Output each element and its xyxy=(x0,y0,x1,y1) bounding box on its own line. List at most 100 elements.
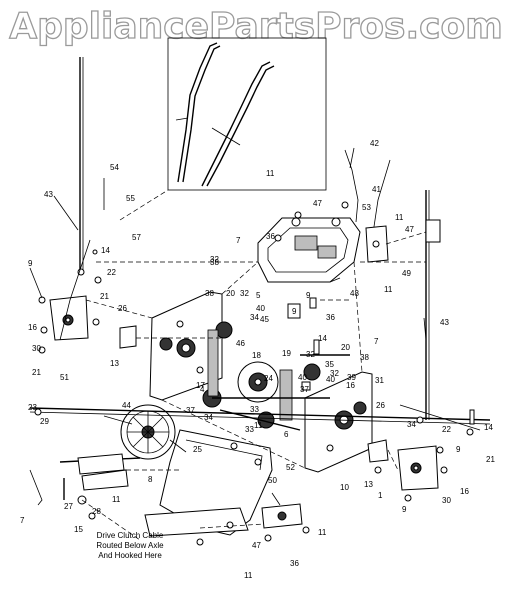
callout-34: 34 xyxy=(204,413,213,422)
callout-11: 11 xyxy=(254,421,263,430)
callout-25: 25 xyxy=(193,445,202,454)
callout-16: 16 xyxy=(346,381,355,390)
note-line-1: Drive Clutch Cable xyxy=(96,531,164,540)
callout-30: 30 xyxy=(442,496,451,505)
callout-40: 40 xyxy=(298,373,307,382)
callout-43: 43 xyxy=(44,190,53,199)
callout-33: 33 xyxy=(245,425,254,434)
callout-9: 9 xyxy=(306,291,311,300)
side-plate-right-icon xyxy=(304,371,373,473)
callout-21: 21 xyxy=(486,455,495,464)
callout-53: 53 xyxy=(362,203,371,212)
callout-19: 19 xyxy=(282,349,291,358)
note-line-2: Routed Below Axle xyxy=(96,541,164,550)
side-plate-left-icon xyxy=(149,291,223,401)
callout-32: 32 xyxy=(210,255,219,264)
handle-assembly-icon xyxy=(175,42,275,187)
axle-icon xyxy=(29,407,491,436)
callout-38: 38 xyxy=(210,258,219,267)
callout-46: 46 xyxy=(236,339,245,348)
callout-11: 11 xyxy=(266,169,275,178)
callout-20: 20 xyxy=(341,343,350,352)
callout-34: 34 xyxy=(250,313,259,322)
callout-36: 36 xyxy=(266,232,275,241)
bottom-cover-icon xyxy=(144,429,273,537)
callout-9: 9 xyxy=(28,259,33,268)
callout-14: 14 xyxy=(484,423,493,432)
note-line-3: And Hooked Here xyxy=(98,551,162,560)
callout-4: 4 xyxy=(200,385,205,394)
callout-16: 16 xyxy=(460,487,469,496)
callout-13: 13 xyxy=(364,480,373,489)
control-rod-left-icon xyxy=(77,57,85,276)
callout-45: 45 xyxy=(260,315,269,324)
cable-routing-note: Drive Clutch Cable Routed Below Axle And… xyxy=(70,531,190,561)
callout-34: 34 xyxy=(407,420,416,429)
callout-28: 28 xyxy=(92,507,101,516)
callout-13: 13 xyxy=(110,359,119,368)
chain-icon xyxy=(202,321,330,431)
callout-30: 30 xyxy=(32,344,41,353)
callout-23: 23 xyxy=(28,403,37,412)
callout-44: 44 xyxy=(122,401,131,410)
callout-8: 8 xyxy=(148,475,153,484)
callout-7: 7 xyxy=(374,337,379,346)
callout-14: 14 xyxy=(101,246,110,255)
callout-48: 48 xyxy=(350,289,359,298)
callout-29: 29 xyxy=(40,417,49,426)
callout-39: 39 xyxy=(347,373,356,382)
callout-26: 26 xyxy=(118,304,127,313)
callout-40: 40 xyxy=(326,375,335,384)
callout-52: 52 xyxy=(286,463,295,472)
handle-inset-box xyxy=(167,37,327,191)
callout-22: 22 xyxy=(107,268,116,277)
callout-36: 36 xyxy=(326,313,335,322)
callout-47: 47 xyxy=(405,225,414,234)
callout-16: 16 xyxy=(28,323,37,332)
callout-27: 27 xyxy=(64,502,73,511)
drive-plate-icon xyxy=(237,361,279,403)
callout-49: 49 xyxy=(402,269,411,278)
leader-lines xyxy=(81,189,427,541)
callout-34: 34 xyxy=(0,0,9,2)
bracket-right-top-icon xyxy=(365,219,441,263)
callout-5: 5 xyxy=(256,291,261,300)
callout-50: 50 xyxy=(268,476,277,485)
callout-22: 22 xyxy=(442,425,451,434)
callout-leaders xyxy=(29,147,427,506)
callout-32: 32 xyxy=(330,369,339,378)
callout-11: 11 xyxy=(244,571,253,580)
callout-41: 41 xyxy=(372,185,381,194)
callout-57: 57 xyxy=(132,233,141,242)
callout-9: 9 xyxy=(292,307,297,316)
callout-38: 38 xyxy=(360,353,369,362)
callout-14: 14 xyxy=(318,334,327,343)
callout-32: 32 xyxy=(240,289,249,298)
callout-7: 7 xyxy=(236,236,241,245)
frame-icon xyxy=(257,217,361,283)
callout-54: 54 xyxy=(110,163,119,172)
callout-47: 47 xyxy=(252,541,261,550)
bracket-right-icon xyxy=(367,439,439,491)
callout-10: 10 xyxy=(340,483,349,492)
callout-55: 55 xyxy=(126,194,135,203)
callout-51: 51 xyxy=(60,373,69,382)
callout-7: 7 xyxy=(20,516,25,525)
callout-26: 26 xyxy=(376,401,385,410)
callout-11: 11 xyxy=(112,495,121,504)
callout-43: 43 xyxy=(440,318,449,327)
callout-42: 42 xyxy=(370,139,379,148)
callout-11: 11 xyxy=(384,285,393,294)
callout-17: 17 xyxy=(196,381,205,390)
bracket-lower-icon xyxy=(29,453,129,520)
callout-6: 6 xyxy=(284,430,289,439)
watermark: AppliancePartsPros.com xyxy=(9,5,504,47)
callout-9: 9 xyxy=(402,505,407,514)
callout-32: 32 xyxy=(306,350,315,359)
callout-31: 31 xyxy=(375,376,384,385)
callout-33: 33 xyxy=(250,405,259,414)
bracket-50-icon xyxy=(261,503,303,529)
